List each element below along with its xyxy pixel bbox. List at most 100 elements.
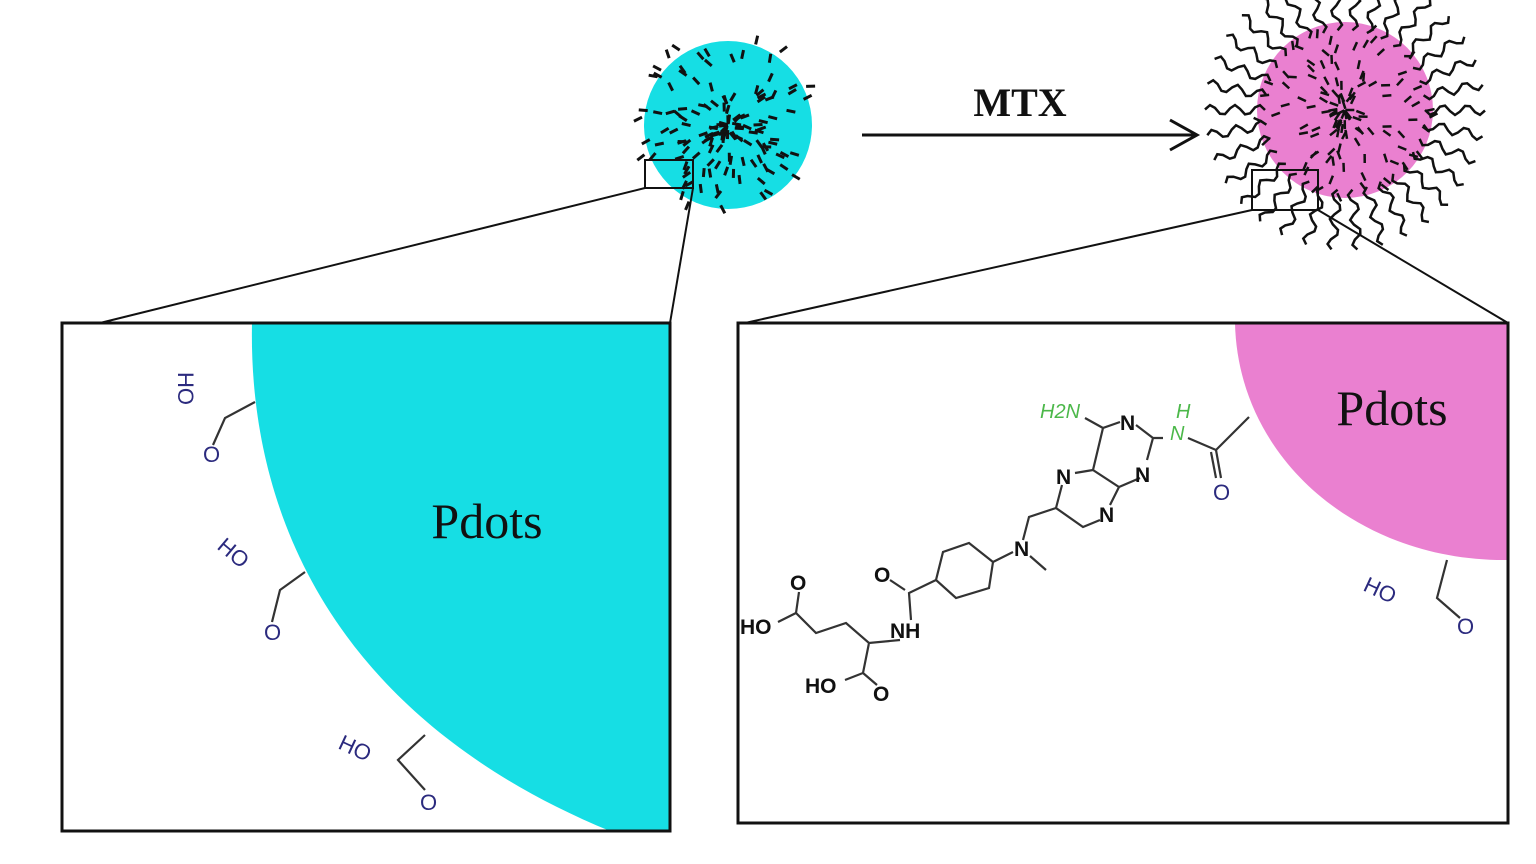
- surface-chain: [710, 99, 719, 108]
- surface-chain: [1315, 29, 1319, 39]
- mtx-chain: [1346, 188, 1362, 251]
- surface-chain: [1331, 89, 1340, 98]
- surface-chain: [1331, 156, 1335, 166]
- surface-chain: [678, 64, 687, 74]
- surface-chain: [714, 190, 723, 200]
- surface-chain: [1352, 115, 1362, 122]
- surface-chain: [678, 69, 688, 77]
- surface-chain: [664, 49, 671, 59]
- surface-chain: [1403, 95, 1413, 104]
- surface-chain: [1345, 93, 1354, 103]
- svg-text:N: N: [1056, 466, 1071, 489]
- surface-chain: [698, 131, 708, 138]
- surface-chain: [767, 115, 778, 121]
- surface-chain: [740, 49, 745, 60]
- surface-chain: [1352, 41, 1359, 51]
- surface-chain: [633, 115, 643, 123]
- surface-chain: [729, 53, 736, 63]
- surface-chain: [654, 141, 665, 147]
- surface-chain: [1303, 166, 1310, 176]
- surface-chain: [1336, 120, 1343, 131]
- surface-chain: [707, 144, 715, 154]
- surface-chain: [1321, 109, 1331, 114]
- surface-chain: [652, 110, 663, 116]
- surface-chain: [701, 167, 706, 178]
- surface-chain: [775, 152, 785, 160]
- surface-chain: [648, 73, 658, 79]
- svg-text:H: H: [1176, 401, 1191, 423]
- mtx-chain: [1204, 103, 1266, 116]
- svg-text:HO: HO: [740, 616, 772, 639]
- surface-chain: [1360, 171, 1367, 182]
- surface-chain: [762, 163, 770, 173]
- surface-chain: [763, 188, 774, 196]
- zoom-region-left: [644, 159, 694, 189]
- surface-chain: [1328, 175, 1335, 185]
- surface-chain: [641, 138, 651, 146]
- surface-chain: [1369, 35, 1378, 44]
- surface-chain: [802, 93, 813, 101]
- mtx-chain: [1419, 59, 1477, 86]
- pink-mtx-pdot-particle: [1204, 0, 1486, 251]
- mtx-chain: [1326, 188, 1342, 251]
- surface-chain: [1412, 84, 1423, 91]
- surface-chain: [758, 119, 769, 125]
- surface-chain: [1415, 150, 1424, 160]
- mtx-chain: [1422, 81, 1484, 101]
- surface-chain: [1297, 96, 1307, 103]
- mtx-chain: [1311, 0, 1328, 34]
- surface-chain: [1328, 109, 1338, 117]
- surface-chain: [1290, 40, 1295, 51]
- mtx-chain: [1362, 186, 1385, 246]
- svg-text:N: N: [1120, 412, 1135, 435]
- mtx-chain: [1402, 163, 1449, 206]
- surface-chain: [707, 168, 713, 178]
- surface-chain: [683, 165, 691, 175]
- surface-chain: [1361, 72, 1366, 82]
- surface-chain: [692, 76, 701, 86]
- surface-chain: [638, 108, 648, 113]
- surface-chain: [671, 43, 681, 52]
- surface-chain: [1307, 73, 1317, 80]
- cyan-pdot-particle: [633, 35, 816, 215]
- svg-text:HO: HO: [1360, 572, 1400, 609]
- surface-chain: [1356, 59, 1361, 70]
- arrow-label-mtx: MTX: [973, 80, 1066, 125]
- surface-chain: [1359, 70, 1365, 80]
- surface-chain: [1261, 138, 1270, 147]
- surface-chain: [1356, 126, 1365, 135]
- surface-chain: [706, 158, 715, 167]
- surface-chain: [1263, 80, 1274, 86]
- surface-chain: [708, 137, 714, 147]
- surface-chain: [709, 124, 719, 130]
- surface-chain: [1368, 80, 1378, 88]
- surface-chain: [1321, 48, 1330, 57]
- surface-chain: [1319, 59, 1326, 70]
- surface-chain: [1396, 77, 1405, 87]
- mtx-chain: [1284, 0, 1313, 39]
- surface-chain: [1328, 35, 1333, 46]
- surface-chain: [753, 122, 763, 127]
- pdots-label-right: Pdots: [1336, 380, 1447, 436]
- svg-text:O: O: [873, 683, 889, 706]
- surface-chain: [759, 191, 768, 201]
- surface-chain: [1299, 123, 1309, 131]
- surface-chain: [714, 160, 722, 170]
- surface-chain: [748, 130, 758, 135]
- svg-text:NH: NH: [890, 620, 920, 643]
- surface-chain: [1333, 61, 1340, 71]
- surface-chain: [1334, 119, 1342, 129]
- surface-chain: [731, 121, 742, 127]
- surface-chain: [677, 107, 688, 111]
- mtx-chain: [1258, 172, 1297, 222]
- svg-text:O: O: [420, 790, 437, 815]
- mtx-chain: [1404, 15, 1451, 58]
- surface-chain: [660, 126, 670, 135]
- surface-chain: [708, 82, 714, 92]
- mtx-chain: [1206, 78, 1268, 98]
- surface-chain: [703, 47, 711, 58]
- svg-text:N: N: [1014, 538, 1029, 561]
- mtx-chain: [1264, 0, 1299, 47]
- surface-chain: [761, 142, 770, 152]
- surface-chain: [723, 166, 730, 176]
